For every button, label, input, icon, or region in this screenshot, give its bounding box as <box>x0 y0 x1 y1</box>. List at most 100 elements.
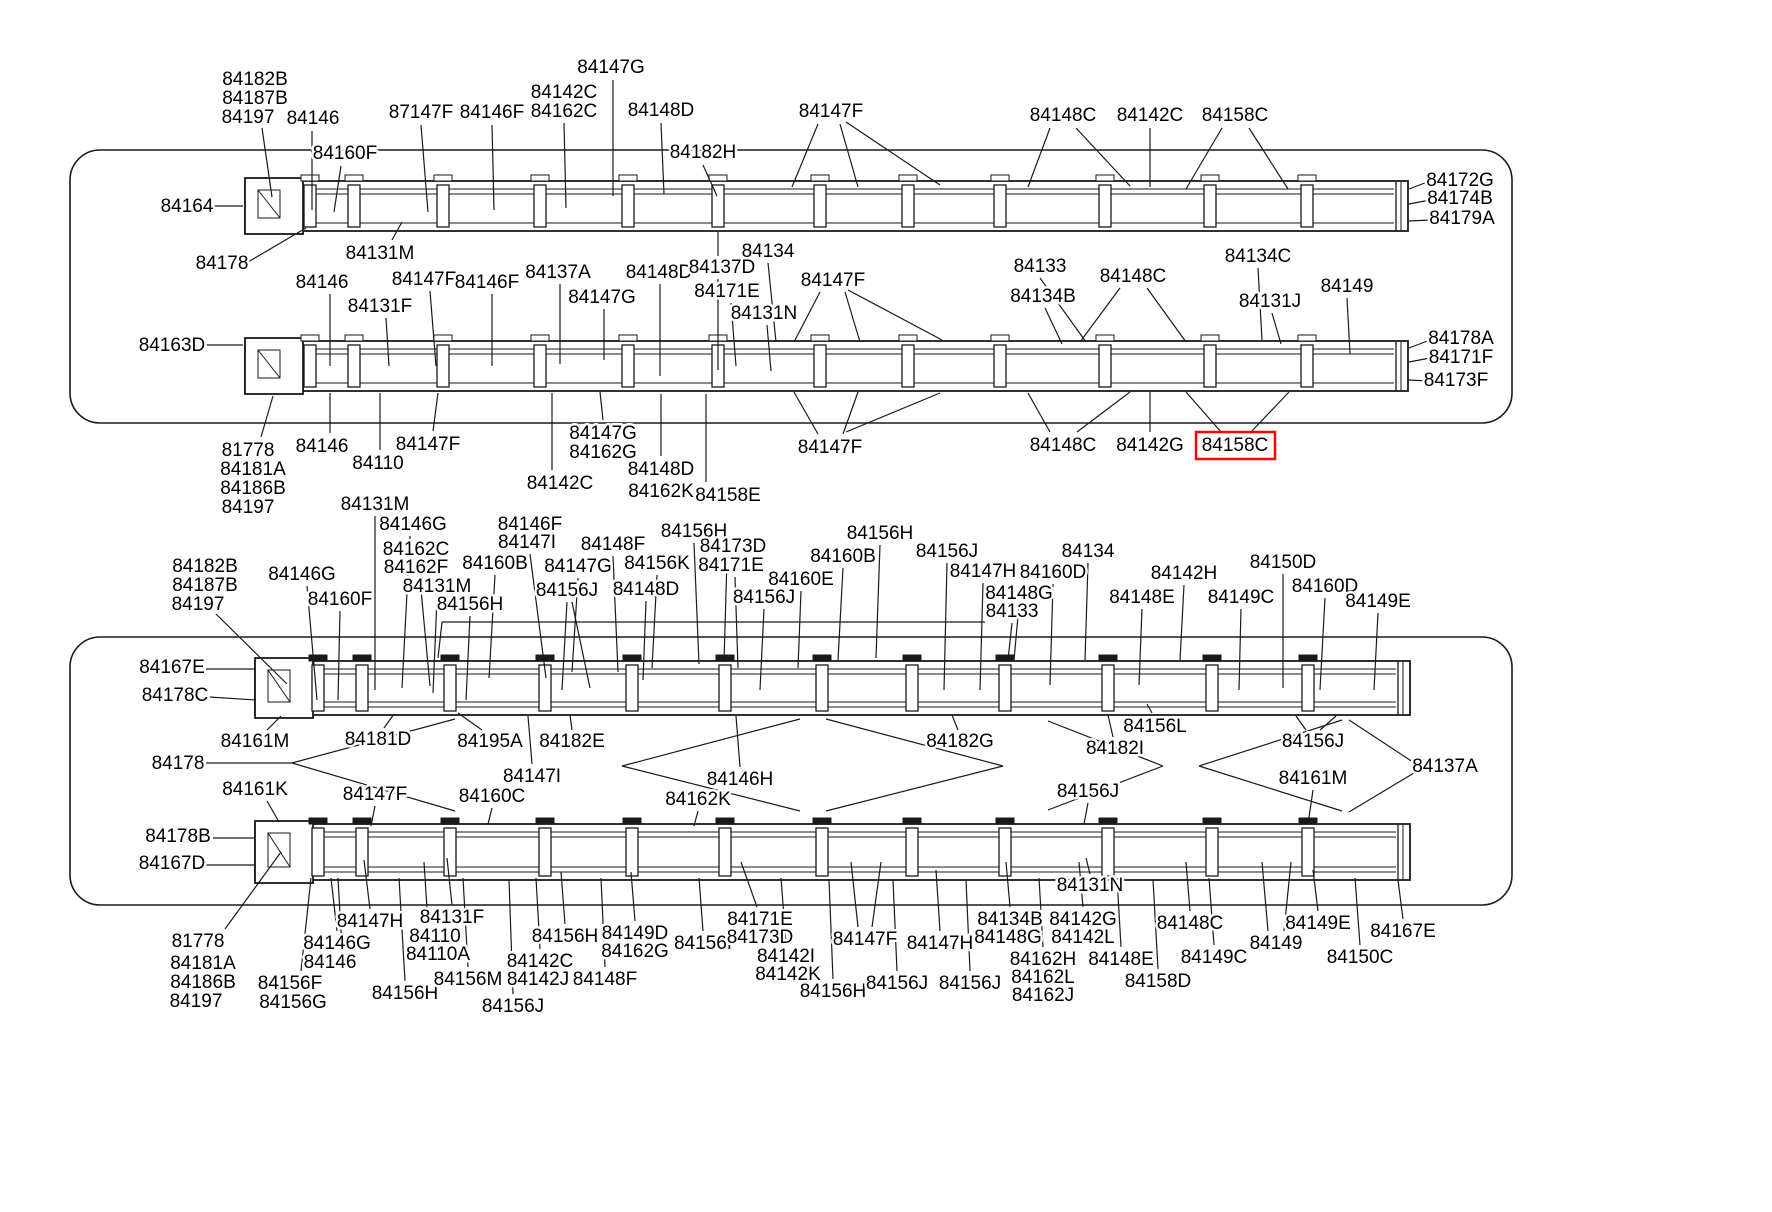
part-label-84148F: 84148F <box>573 969 637 990</box>
leader-line <box>561 601 568 691</box>
leader-line <box>370 805 376 827</box>
part-label-84156F: 84156F <box>258 973 322 994</box>
leader-line <box>1044 307 1063 345</box>
part-label-84156J: 84156J <box>916 541 978 562</box>
leader-line <box>291 718 456 764</box>
part-label-84178A: 84178A <box>1428 328 1494 349</box>
leader-line <box>740 861 758 908</box>
part-label-84161M: 84161M <box>221 731 290 752</box>
rail-top-tick <box>308 654 328 662</box>
leader-line <box>935 869 941 932</box>
rail-top-tick <box>1297 174 1317 182</box>
leader-line <box>1038 877 1044 948</box>
rail-end-cap <box>254 820 314 884</box>
rail-clip <box>347 184 361 228</box>
part-label-84147F: 84147F <box>396 434 460 455</box>
rail-clip <box>718 664 732 712</box>
rail-clip <box>303 344 317 388</box>
part-label-84173D: 84173D <box>700 536 767 557</box>
part-label-84158C-selected[interactable]: 84158C <box>1199 433 1271 459</box>
leader-line <box>560 871 566 925</box>
part-label-84156H: 84156H <box>847 523 914 544</box>
rail-assembly-2 <box>244 334 1409 395</box>
end-cap-detail <box>267 832 291 868</box>
part-label-84148C: 84148C <box>1100 266 1167 287</box>
rail-top-tick <box>433 334 453 342</box>
leader-line <box>398 877 406 982</box>
rail-top-tick <box>898 174 918 182</box>
part-label-84162F: 84162F <box>384 557 448 578</box>
leader-line <box>1408 180 1431 190</box>
rail-clip <box>1301 827 1315 877</box>
part-label-84164: 84164 <box>161 196 214 217</box>
part-label-84181A: 84181A <box>170 953 236 974</box>
part-label-84149E: 84149E <box>1345 591 1411 612</box>
part-label-84171E: 84171E <box>694 281 760 302</box>
leader-line <box>793 291 821 343</box>
leader-line <box>1146 287 1187 343</box>
part-label-84147F: 84147F <box>833 929 897 950</box>
leader-line <box>797 590 802 669</box>
part-label-84195A: 84195A <box>457 731 523 752</box>
leader-line <box>337 610 341 701</box>
rail-top-tick <box>352 654 372 662</box>
part-label-84110: 84110 <box>352 453 403 474</box>
rail-clip <box>621 184 635 228</box>
leader-line <box>488 574 496 679</box>
rail-clip <box>311 827 325 877</box>
leader-line <box>1049 583 1054 686</box>
part-label-84110: 84110 <box>409 926 460 947</box>
leader-line <box>419 578 431 687</box>
rail-top-tick <box>440 654 460 662</box>
leader-line <box>1307 789 1314 825</box>
leader-line <box>420 124 429 213</box>
part-label-84162K: 84162K <box>665 789 731 810</box>
rail-clip <box>621 344 635 388</box>
rail-clip <box>436 344 450 388</box>
leader-line <box>1007 622 1013 661</box>
rail-clip <box>905 827 919 877</box>
part-label-84182B: 84182B <box>222 69 288 90</box>
part-label-84149D: 84149D <box>602 923 669 944</box>
part-label-84149C: 84149C <box>1208 587 1275 608</box>
part-label-84156J: 84156J <box>1282 731 1344 752</box>
part-label-84146: 84146 <box>287 108 340 129</box>
part-label-84148D: 84148D <box>613 579 680 600</box>
part-label-84142J: 84142J <box>507 969 569 990</box>
part-label-84182G: 84182G <box>926 731 994 752</box>
part-label-84178B: 84178B <box>145 826 211 847</box>
leader-line <box>698 877 704 932</box>
leader-line <box>432 392 439 432</box>
part-label-84142L: 84142L <box>1051 927 1114 948</box>
leader-line <box>1408 219 1431 222</box>
rail-clip <box>533 344 547 388</box>
part-label-81778: 81778 <box>172 931 225 952</box>
part-label-84131M: 84131M <box>341 494 410 515</box>
part-label-84173F: 84173F <box>1424 370 1488 391</box>
part-label-84181A: 84181A <box>220 459 286 480</box>
leader-line <box>1039 277 1087 343</box>
part-label-84147G: 84147G <box>544 556 612 577</box>
end-cap-detail <box>257 349 281 379</box>
leader-line <box>535 877 541 950</box>
part-label-84134B: 84134B <box>1010 286 1076 307</box>
leader-line <box>1198 719 1343 767</box>
rail-top-tick <box>1200 174 1220 182</box>
rail-top-tick <box>622 654 642 662</box>
part-label-84147I: 84147I <box>503 766 561 787</box>
part-label-84172G: 84172G <box>1426 170 1494 191</box>
leader-line <box>1013 604 1020 661</box>
leader-line <box>363 859 371 910</box>
leader-line <box>1085 857 1091 875</box>
rail-top-tick <box>440 817 460 825</box>
part-label-84156J: 84156J <box>939 973 1001 994</box>
part-label-84147H: 84147H <box>907 933 974 954</box>
rail-top-tick <box>715 654 735 662</box>
part-label-87147F: 87147F <box>389 102 453 123</box>
rail-clip <box>998 664 1012 712</box>
part-label-84156M: 84156M <box>434 969 503 990</box>
part-label-84147F: 84147F <box>801 270 865 291</box>
rail-top-tick <box>715 817 735 825</box>
part-label-84146G: 84146G <box>379 514 447 535</box>
part-label-84178: 84178 <box>152 753 205 774</box>
